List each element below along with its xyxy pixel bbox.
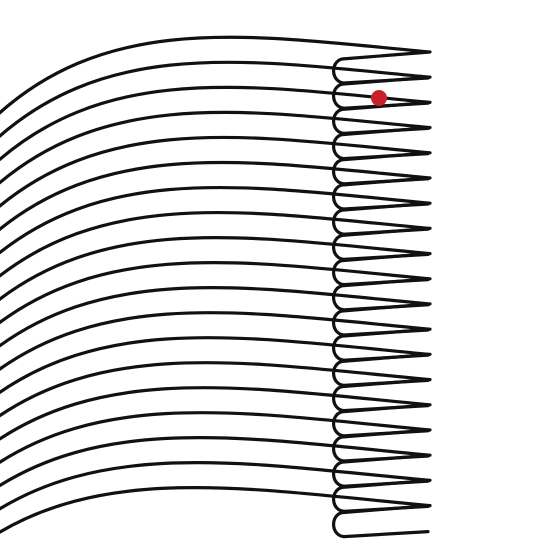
loop-line [0,135,432,209]
loop-line [0,160,432,232]
curve-group [0,35,432,539]
loop-line [0,336,432,395]
loop-line [0,60,432,139]
loop-line [0,110,432,185]
loop-line [0,436,432,488]
red-marker-dot [371,90,387,106]
loop-line [0,486,432,539]
loop-line [0,311,432,371]
loop-line [0,85,432,162]
loop-line [0,261,432,325]
loop-line [0,210,432,278]
loop-line [0,35,432,115]
loop-line [0,386,432,441]
loop-line [0,411,432,465]
loop-line [0,236,432,302]
loop-line [0,361,432,418]
loop-line [0,461,432,513]
loop-line [0,185,432,255]
loop-line [0,286,432,348]
